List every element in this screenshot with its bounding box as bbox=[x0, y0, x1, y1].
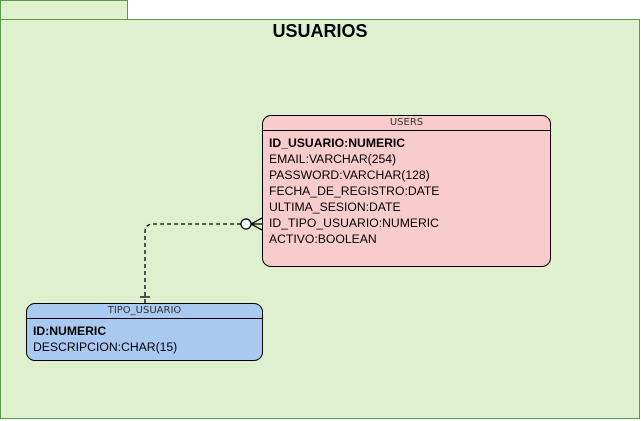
entity-users[interactable]: USERS ID_USUARIO:NUMERIC EMAIL:VARCHAR(2… bbox=[262, 115, 551, 267]
attribute-id-tipo-usuario: ID_TIPO_USUARIO:NUMERIC bbox=[269, 216, 439, 230]
package-title: USUARIOS bbox=[272, 21, 368, 41]
crowfoot-lower bbox=[250, 223, 263, 231]
zero-cardinality-circle bbox=[240, 218, 252, 230]
entity-users-attributes: ID_USUARIO:NUMERIC EMAIL:VARCHAR(254) PA… bbox=[263, 131, 550, 251]
attribute-id: ID:NUMERIC bbox=[33, 324, 107, 338]
entity-users-header: USERS bbox=[263, 116, 550, 131]
crowfoot-upper bbox=[250, 217, 263, 225]
entity-tipo-usuario-header: TIPO_USUARIO bbox=[27, 304, 262, 319]
attribute-email: EMAIL:VARCHAR(254) bbox=[269, 152, 397, 166]
attribute-password: PASSWORD:VARCHAR(128) bbox=[269, 168, 430, 182]
attribute-activo: ACTIVO:BOOLEAN bbox=[269, 232, 377, 246]
attribute-fecha-de-registro: FECHA_DE_REGISTRO:DATE bbox=[269, 184, 440, 198]
entity-tipo-usuario-attributes: ID:NUMERIC DESCRIPCION:CHAR(15) bbox=[27, 319, 262, 359]
attribute-descripcion: DESCRIPCION:CHAR(15) bbox=[33, 340, 178, 354]
entity-tipo-usuario[interactable]: TIPO_USUARIO ID:NUMERIC DESCRIPCION:CHAR… bbox=[26, 303, 263, 361]
relationship-line bbox=[144, 223, 241, 303]
attribute-id-usuario: ID_USUARIO:NUMERIC bbox=[269, 136, 406, 150]
attribute-ultima-sesion: ULTIMA_SESION:DATE bbox=[269, 200, 401, 214]
